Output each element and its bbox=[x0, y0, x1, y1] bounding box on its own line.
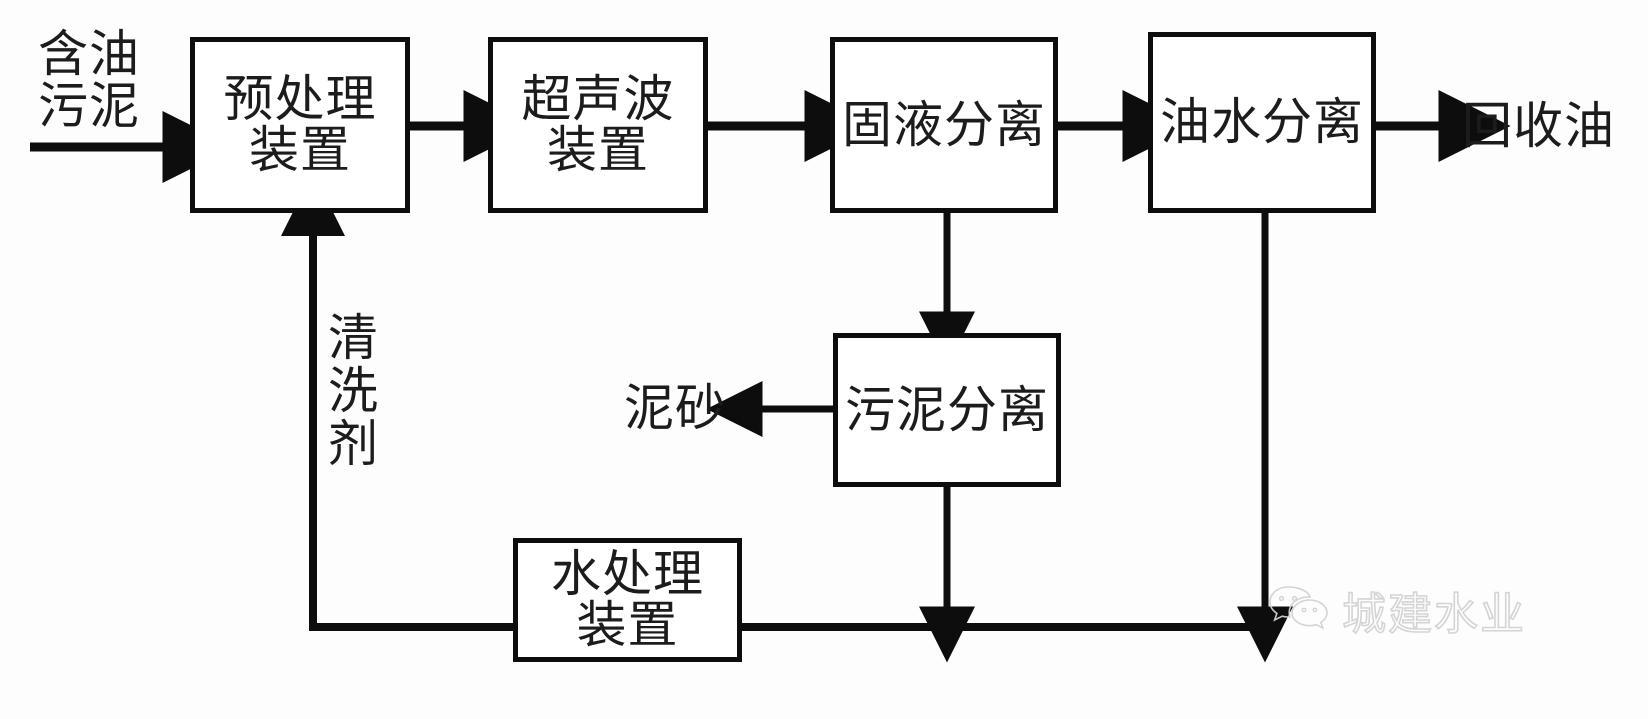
node-water-treatment-label: 水处理 装置 bbox=[551, 546, 704, 653]
watermark: 城建水业 bbox=[1268, 578, 1526, 642]
node-ultrasonic[interactable]: 超声波 装置 bbox=[488, 37, 708, 213]
wechat-icon bbox=[1268, 583, 1330, 638]
node-solid-liquid-separation[interactable]: 固液分离 bbox=[830, 37, 1058, 213]
label-silt-sand: 泥砂 bbox=[624, 380, 726, 436]
node-solid-liquid-separation-label: 固液分离 bbox=[842, 96, 1046, 153]
node-ultrasonic-label: 超声波 装置 bbox=[521, 71, 675, 178]
label-input-oily-sludge: 含油 污泥 bbox=[38, 26, 140, 134]
node-oil-water-separation[interactable]: 油水分离 bbox=[1148, 32, 1376, 213]
node-sludge-separation-label: 污泥分离 bbox=[845, 381, 1049, 438]
node-pretreatment-label: 预处理 装置 bbox=[223, 71, 377, 178]
node-pretreatment[interactable]: 预处理 装置 bbox=[190, 37, 410, 213]
node-oil-water-separation-label: 油水分离 bbox=[1160, 94, 1364, 150]
label-recovered-oil: 回收油 bbox=[1462, 98, 1615, 154]
node-water-treatment[interactable]: 水处理 装置 bbox=[513, 538, 742, 662]
label-detergent: 清洗剂 bbox=[328, 310, 379, 472]
node-sludge-separation[interactable]: 污泥分离 bbox=[833, 333, 1061, 487]
watermark-text: 城建水业 bbox=[1341, 589, 1526, 640]
